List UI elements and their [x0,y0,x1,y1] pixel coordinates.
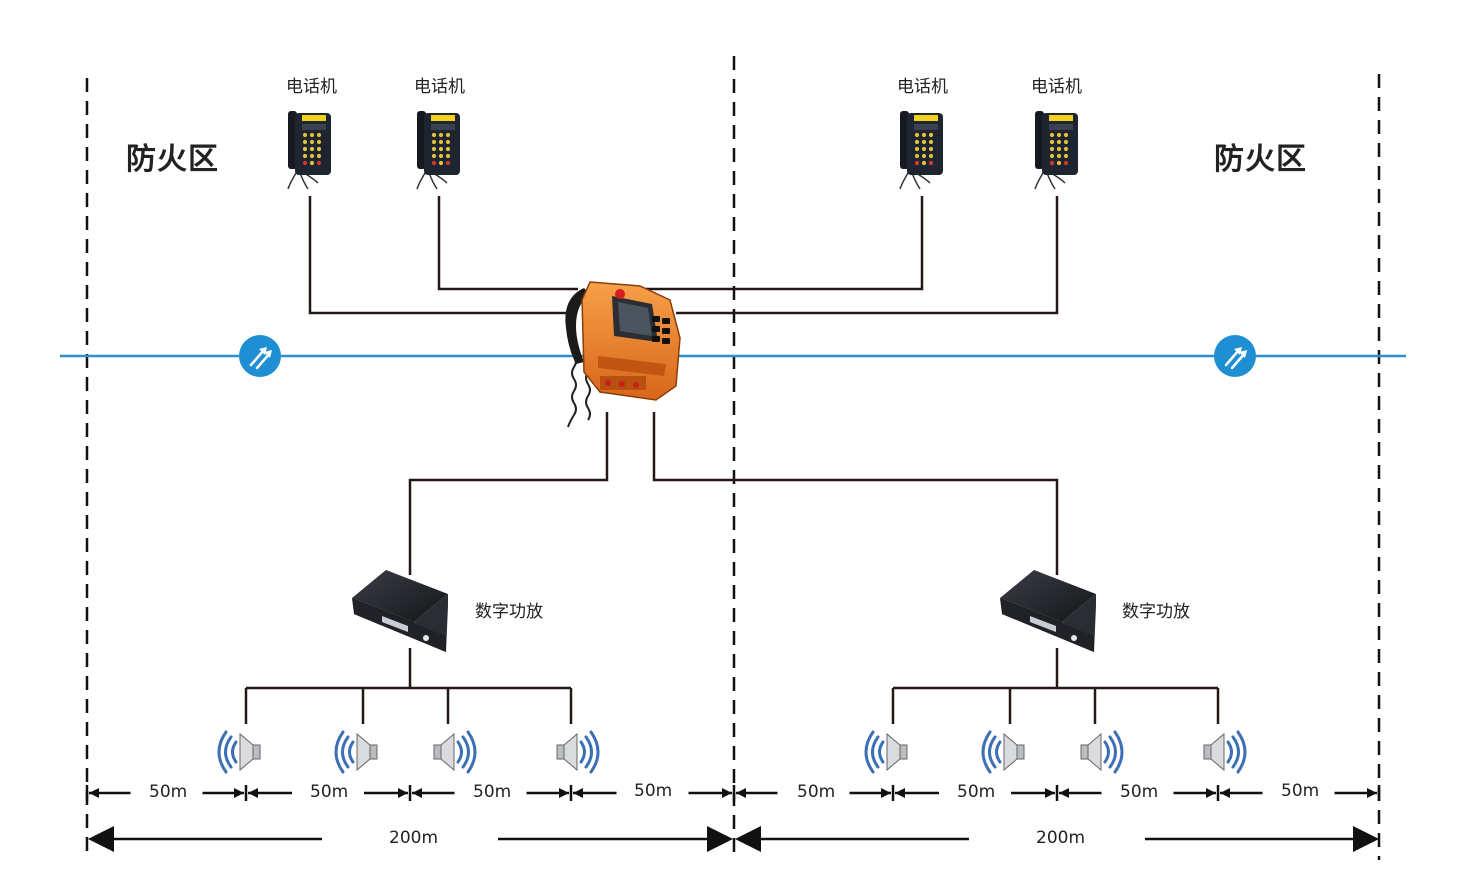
telephone-label-1: 电话机 [286,77,337,97]
telephone-label-4: 电话机 [1031,77,1082,97]
explosion-proof-telephone-icon [899,111,943,190]
telephone-label-2: 电话机 [414,77,465,97]
total-dimension-right: 200m [1032,828,1090,848]
orange-broadcast-terminal-icon [565,281,681,428]
wire-phone-4 [676,196,1059,315]
wire-phone-2 [437,196,578,291]
telephone-wiring [308,196,1059,315]
amplifier-label-right: 数字功放 [1122,602,1190,622]
zone-label-left: 防火区 [126,142,219,177]
speaker-wiring [244,648,1220,724]
network-node-icon [1214,335,1256,377]
amplifier-label-left: 数字功放 [475,602,543,622]
explosion-proof-telephone-icon [287,111,331,190]
segment-dimension-7: 50m [1116,782,1163,802]
segment-dimension-8: 50m [1277,781,1324,801]
wire-phone-1 [308,196,566,315]
speaker-icon [334,730,378,774]
speaker-icon [217,730,261,774]
digital-amplifier-icon [1000,570,1096,652]
speaker-icon [981,730,1025,774]
segment-dimension-3: 50m [469,782,516,802]
speaker-icon [1203,730,1247,774]
total-dimension-left: 200m [385,828,443,848]
speaker-icon [864,730,908,774]
speaker-icon [556,730,600,774]
zone-boundaries [85,56,1381,860]
speaker-icon [433,730,477,774]
wire-amp-right [652,412,1059,575]
segment-dimension-1: 50m [145,782,192,802]
telephone-label-3: 电话机 [897,77,948,97]
amplifier-wiring [408,412,1059,575]
explosion-proof-telephone-icon [1034,111,1078,190]
explosion-proof-telephone-icon [416,111,460,190]
segment-dimension-2: 50m [306,782,353,802]
segment-dimension-4: 50m [630,781,677,801]
segment-dimension-5: 50m [793,782,840,802]
wire-amp-left [408,412,609,575]
wire-phone-3 [640,196,924,291]
speaker-icon [1080,730,1124,774]
segment-dimension-6: 50m [953,782,1000,802]
network-node-icon [239,335,281,377]
zone-label-right: 防火区 [1214,142,1307,177]
digital-amplifier-icon [352,570,448,652]
